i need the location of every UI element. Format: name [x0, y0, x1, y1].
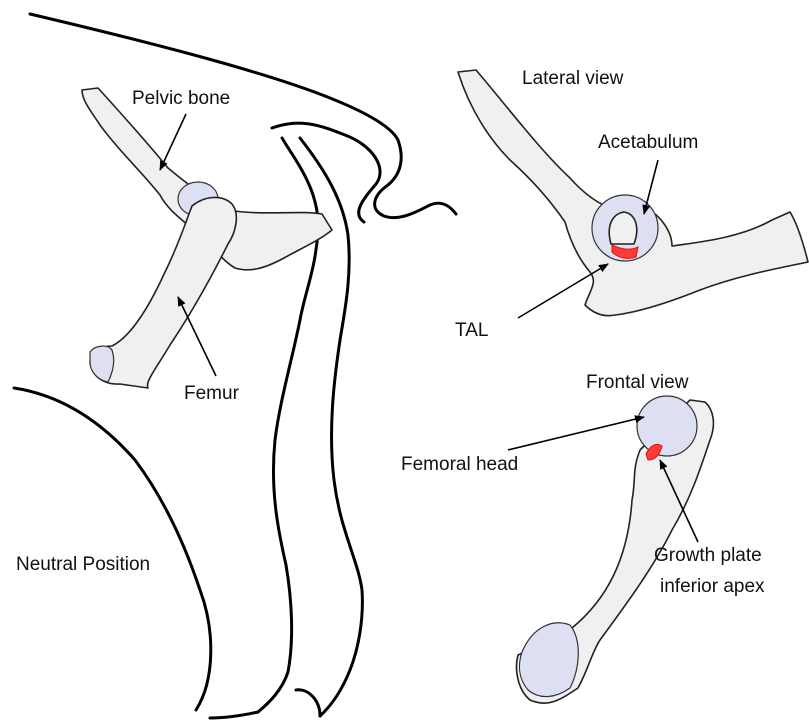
left-femur [90, 197, 236, 388]
label-femur: Femur [184, 383, 240, 404]
left-femur-distal-cartilage [90, 346, 114, 382]
label-frontal-view: Frontal view [586, 372, 689, 393]
label-acetabulum: Acetabulum [598, 132, 698, 153]
label-femoral-head: Femoral head [401, 454, 518, 475]
label-lateral-view: Lateral view [522, 68, 624, 89]
label-growth-plate-line1: Growth plate [654, 545, 762, 566]
label-growth-plate-line2: inferior apex [660, 576, 765, 597]
acetabulum-arrow [644, 160, 658, 214]
femur-arrow [178, 297, 216, 376]
label-tal: TAL [455, 320, 488, 341]
femoral-head [637, 396, 697, 456]
label-pelvic-bone: Pelvic bone [132, 88, 230, 109]
pelvic-bone-arrow [160, 114, 186, 170]
femur-distal-condyle [520, 623, 579, 697]
label-neutral-position: Neutral Position [16, 554, 150, 575]
body-outline [14, 14, 456, 718]
lateral-pelvis [458, 70, 808, 316]
femoral-head-arrow [508, 417, 644, 450]
